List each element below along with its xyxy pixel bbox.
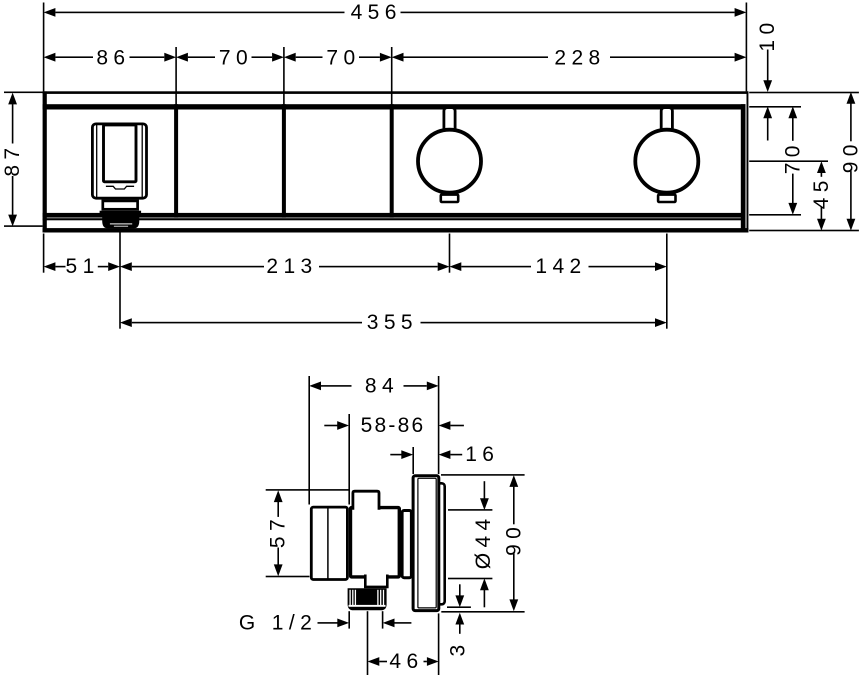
svg-text:58-86: 58-86	[361, 414, 426, 437]
svg-text:86: 86	[96, 47, 130, 70]
svg-text:70: 70	[781, 140, 804, 174]
svg-text:70: 70	[219, 47, 253, 70]
svg-text:84: 84	[365, 374, 399, 397]
svg-text:87: 87	[1, 143, 24, 177]
svg-text:Ø44: Ø44	[472, 513, 495, 569]
svg-text:228: 228	[554, 47, 605, 70]
svg-text:90: 90	[502, 522, 525, 556]
svg-text:G 1/2: G 1/2	[239, 611, 317, 634]
svg-text:46: 46	[389, 650, 423, 673]
svg-text:3: 3	[447, 639, 470, 656]
svg-text:456: 456	[351, 1, 402, 24]
svg-text:213: 213	[266, 255, 317, 278]
svg-text:51: 51	[66, 255, 100, 278]
svg-text:355: 355	[367, 311, 418, 334]
svg-text:142: 142	[535, 255, 586, 278]
svg-text:16: 16	[465, 443, 499, 466]
svg-text:10: 10	[756, 17, 779, 51]
svg-text:70: 70	[326, 47, 360, 70]
svg-text:57: 57	[267, 514, 290, 548]
svg-text:90: 90	[839, 139, 862, 173]
svg-text:45: 45	[810, 175, 833, 209]
